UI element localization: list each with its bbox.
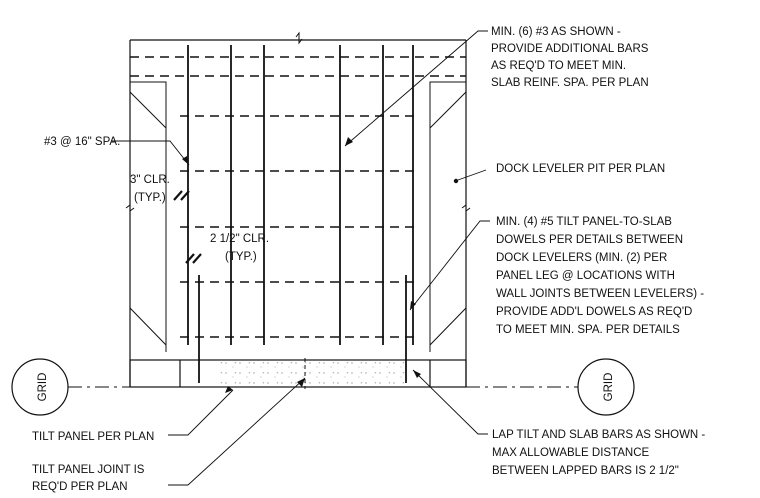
leaders (112, 30, 490, 486)
note-top-bars: MIN. (6) #3 AS SHOWN - PROVIDE ADDITIONA… (491, 26, 652, 89)
note-lap: LAP TILT AND SLAB BARS AS SHOWN - MAX AL… (492, 429, 708, 477)
tilt-panel (129, 358, 467, 389)
slab-bars-vertical (187, 45, 414, 345)
grid-bubble-left: GRID (11, 358, 69, 416)
slab-bars-horizontal (130, 56, 466, 338)
pit-sidewalls (129, 81, 467, 352)
note-tilt-panel: TILT PANEL PER PLAN (32, 431, 154, 443)
leader-arrowheads (182, 137, 459, 393)
clearance-marks (173, 190, 202, 264)
note-dock-pit: DOCK LEVELER PIT PER PLAN (496, 163, 665, 175)
grid-label-right: GRID (603, 373, 615, 402)
note-panel-joint: TILT PANEL JOINT IS REQ'D PER PLAN (32, 464, 148, 493)
grid-bubble-right: GRID (577, 358, 635, 416)
note-bar-spacing: #3 @ 16" SPA. (44, 136, 120, 148)
note-clearance-3: 3" CLR. (TYP.) (130, 174, 173, 204)
grid-label-left: GRID (37, 373, 49, 402)
pit-outline (125, 31, 471, 387)
note-dowels: MIN. (4) #5 TILT PANEL-TO-SLAB DOWELS PE… (496, 216, 707, 336)
tilt-panel-dowels (198, 275, 407, 383)
note-clearance-2-5: 2 1/2" CLR. (TYP.) (210, 233, 272, 263)
